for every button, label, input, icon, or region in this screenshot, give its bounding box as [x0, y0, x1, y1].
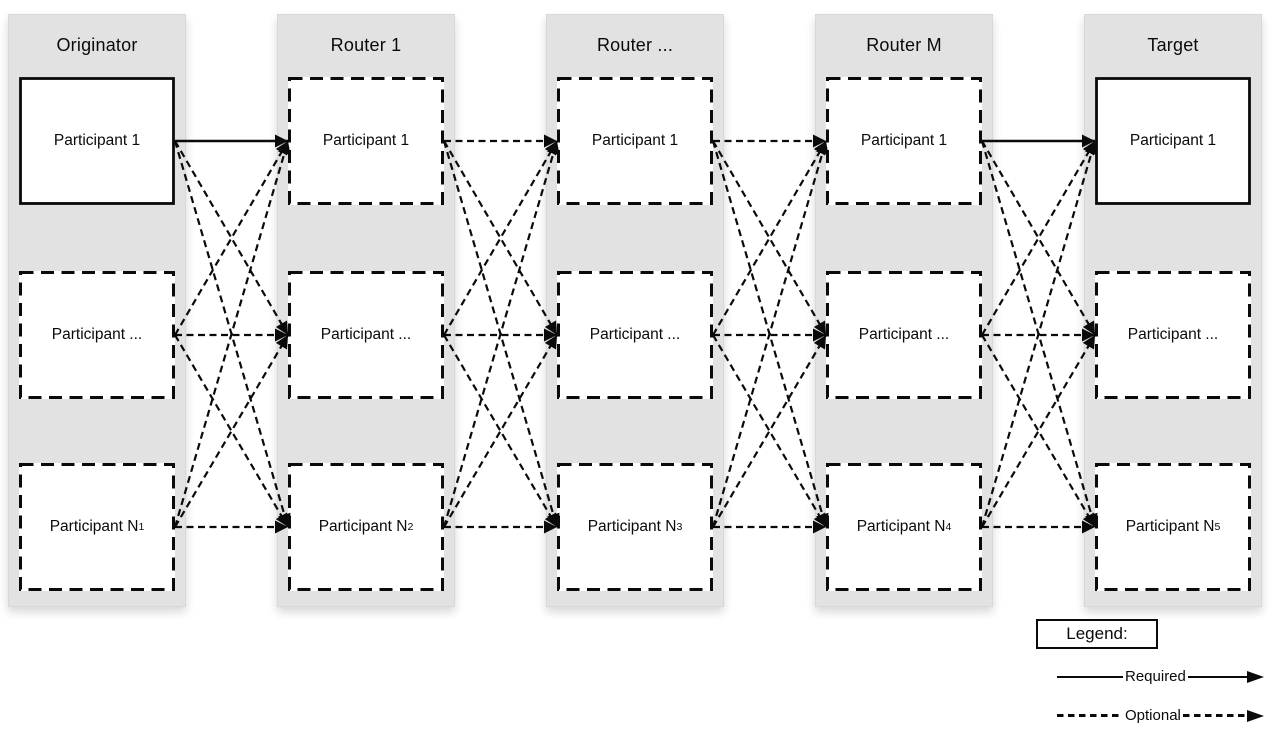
edge-optional — [443, 140, 558, 336]
participant-box: Participant 1 — [288, 77, 444, 205]
participant-box: Participant ... — [288, 271, 444, 399]
participant-label: Participant ... — [589, 326, 681, 343]
required-line-sample — [1057, 675, 1123, 678]
participant-label: Participant N — [587, 518, 677, 535]
column-header: Originator — [56, 34, 138, 55]
column-header: Target — [1147, 34, 1199, 55]
edge-optional — [711, 140, 829, 528]
edge-optional — [173, 140, 291, 528]
participant-box: Participant ... — [19, 271, 175, 399]
edge-optional — [442, 140, 560, 528]
legend-title-box: Legend: — [1036, 619, 1158, 649]
edge-optional — [443, 140, 558, 336]
edge-optional — [712, 140, 827, 336]
participant-label: Participant N — [49, 518, 139, 535]
legend-optional-label: Optional — [1125, 707, 1181, 724]
participant-box: Participant ... — [557, 271, 713, 399]
legend-item-optional: Optional — [1057, 707, 1264, 724]
participant-label: Participant 1 — [53, 132, 141, 149]
participant-label: Participant 1 — [860, 132, 948, 149]
edge-optional — [980, 140, 1098, 528]
participant-label: Participant 1 — [1129, 132, 1217, 149]
legend: Legend: Required Optional — [1036, 619, 1266, 735]
edge-optional — [443, 334, 558, 528]
edge-optional — [174, 140, 289, 336]
participant-label: Participant ... — [1127, 326, 1219, 343]
participant-label: Participant N — [318, 518, 408, 535]
legend-item-required: Required — [1057, 668, 1264, 685]
participant-box: Participant 1 — [826, 77, 982, 205]
edge-optional — [711, 140, 829, 528]
participant-label: Participant 1 — [322, 132, 410, 149]
edge-optional — [981, 140, 1096, 336]
edge-optional — [712, 334, 827, 528]
edge-optional — [712, 334, 827, 528]
required-line-sample — [1187, 675, 1247, 678]
edge-optional — [980, 140, 1098, 528]
participant-label: Participant ... — [51, 326, 143, 343]
edge-optional — [174, 334, 289, 528]
column-header: Router M — [866, 34, 942, 55]
participant-box: Participant 1 — [557, 77, 713, 205]
column-header: Router 1 — [330, 34, 402, 55]
participant-label: Participant N — [856, 518, 946, 535]
edge-optional — [981, 140, 1096, 336]
edge-optional — [174, 140, 289, 336]
arrowhead-icon — [1247, 709, 1264, 722]
arrowhead-icon — [1247, 670, 1264, 683]
participant-box: Participant 1 — [1095, 77, 1251, 205]
participant-box: Participant ... — [826, 271, 982, 399]
participant-label: Participant ... — [858, 326, 950, 343]
participant-label: Participant N — [1125, 518, 1215, 535]
column-header: Router ... — [596, 34, 674, 55]
edge-optional — [442, 140, 560, 528]
edge-optional — [981, 334, 1096, 528]
legend-required-label: Required — [1125, 668, 1186, 685]
participant-box: Participant ... — [1095, 271, 1251, 399]
edge-optional — [174, 334, 289, 528]
optional-line-sample — [1182, 714, 1247, 717]
edge-optional — [443, 334, 558, 528]
participant-box: Participant 1 — [19, 77, 175, 205]
participant-label: Participant ... — [320, 326, 412, 343]
edge-optional — [173, 140, 291, 528]
edge-optional — [712, 140, 827, 336]
legend-title: Legend: — [1066, 624, 1128, 643]
optional-line-sample — [1057, 714, 1123, 717]
participant-label: Participant 1 — [591, 132, 679, 149]
edge-optional — [981, 334, 1096, 528]
